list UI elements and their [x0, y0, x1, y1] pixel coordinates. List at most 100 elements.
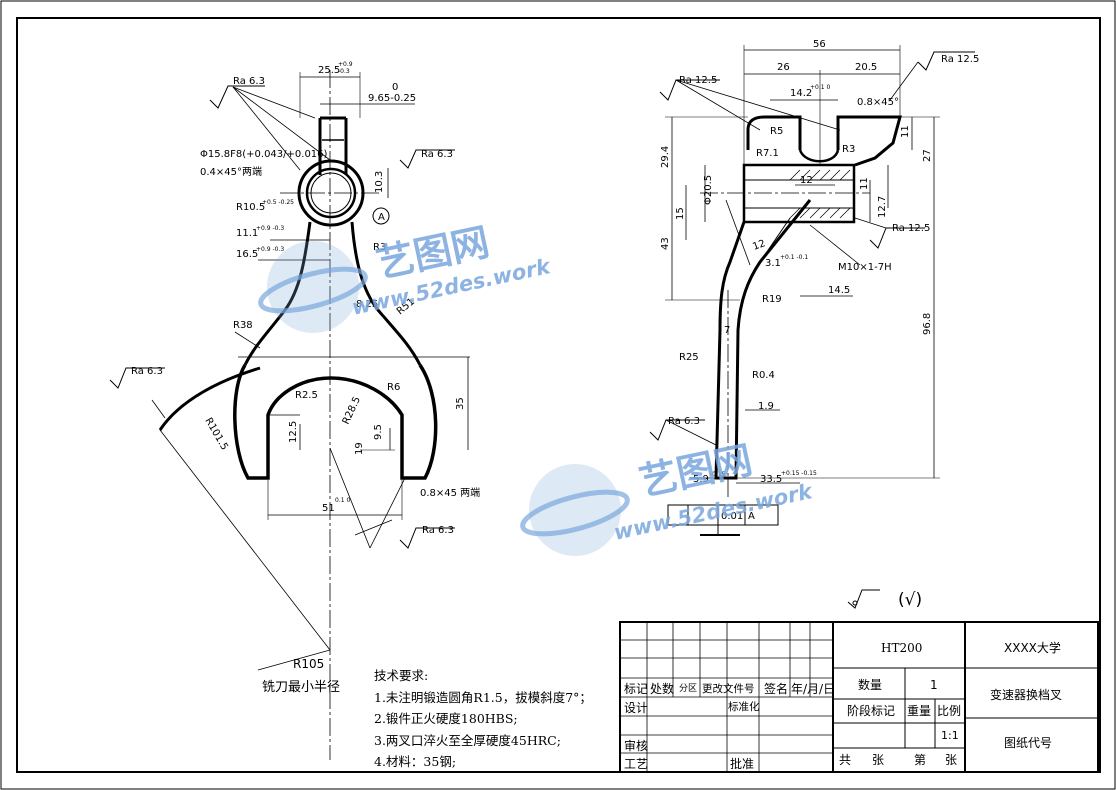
tech-item-4: 4.材料：35钢;: [374, 754, 457, 769]
tb-process: 工艺: [624, 757, 649, 771]
dim-dia205: Φ20.5: [703, 175, 714, 205]
tb-doc: 更改文件号: [702, 683, 755, 695]
tb-sheet2: 张: [945, 753, 958, 767]
dim-d145: 14.5: [828, 285, 850, 296]
tb-material: HT200: [881, 641, 923, 655]
cutter-label: 铣刀最小半径: [262, 680, 341, 695]
dim-width51-tol: 0.1 0: [335, 497, 350, 504]
dim-r25-right: R25: [679, 352, 699, 363]
tech-heading: 技术要求:: [374, 668, 429, 683]
tb-stage-label: 阶段标记: [847, 704, 896, 718]
dim-r3-left: R3: [373, 242, 386, 253]
tb-drawing-no: 图纸代号: [1004, 736, 1053, 750]
dim-d19-right: 1.9: [758, 401, 774, 412]
tb-date: 年/月/日: [791, 682, 836, 696]
watermark-globe-icon-2: [520, 464, 630, 556]
dim-d12: 12: [800, 175, 813, 186]
dim-d11-tol: +0.9 -0.3: [256, 225, 284, 232]
dim-d142-tol: +0.1 0: [810, 84, 830, 91]
dim-d125: 12.5: [288, 421, 299, 443]
tb-review: 审核: [624, 739, 649, 753]
ra-label-left-3: Ra 6.3: [131, 366, 163, 377]
dim-d19: 19: [354, 442, 365, 455]
watermark-globe-icon: [258, 241, 368, 333]
roughness-default-symbol: (√): [898, 590, 923, 610]
tb-scale-label: 比例: [937, 704, 962, 718]
tb-weight-label: 重量: [907, 704, 932, 718]
tb-count: 处数: [650, 682, 675, 696]
tb-no: 第: [914, 753, 927, 767]
tb-standard: 标准化: [728, 701, 760, 713]
dim-d165-tol: +0.9 -0.3: [256, 246, 284, 253]
dim-d335-tol: +0.15 -0.15: [781, 470, 817, 477]
dim-chamfer: 0.4×45°两端: [200, 165, 262, 178]
ra-label-left-1: Ra 6.3: [233, 76, 265, 87]
ra-label-right-3: Ra 12.5: [892, 223, 930, 234]
dim-top-width-tol-up: +0.9: [338, 61, 353, 68]
ra-label-right-2: Ra 12.5: [941, 54, 979, 65]
tb-zone: 分区: [679, 684, 698, 694]
ra-label-left-2: Ra 6.3: [421, 149, 453, 160]
dim-r285: R28.5: [341, 395, 363, 426]
tb-sign: 签名: [764, 682, 789, 696]
dim-d142: 14.2: [790, 88, 812, 99]
dim-d26: 26: [777, 62, 790, 73]
dim-top-width-tol-low: -0.3: [338, 68, 350, 75]
dim-d11b: 11: [859, 177, 870, 190]
tb-qty-label: 数量: [858, 678, 883, 692]
title-block: 标记 处数 分区 更改文件号 签名 年/月/日 设计 标准化 审核 工艺 批准 …: [620, 622, 1098, 772]
right-view: [649, 45, 975, 536]
dim-thread: M10×1-7H: [838, 262, 892, 273]
dim-r25: R2.5: [295, 390, 318, 401]
tb-scale: 1:1: [941, 729, 959, 742]
tb-total: 共: [839, 753, 852, 767]
dim-width51: 51: [322, 503, 335, 514]
tb-approve: 批准: [730, 757, 755, 771]
dim-d165: 16.5: [236, 249, 258, 260]
dim-d59-tol: -0.15: [710, 471, 726, 478]
dim-d59: 5.9: [693, 474, 709, 485]
dim-d31: 3.1: [765, 258, 781, 269]
dim-d294: 29.4: [660, 146, 671, 168]
tech-item-3: 3.两叉口淬火至全厚硬度45HRC;: [374, 732, 561, 748]
tb-mark: 标记: [624, 682, 649, 696]
dim-d15: 15: [675, 207, 686, 220]
dim-d95: 9.5: [373, 424, 384, 440]
dim-r6: R6: [387, 382, 400, 393]
tb-qty: 1: [930, 678, 938, 692]
dim-r04: R0.4: [752, 370, 775, 381]
ra-label-right-4: Ra 6.3: [668, 416, 700, 427]
tb-design: 设计: [624, 701, 649, 715]
dim-r5: R5: [770, 126, 783, 137]
dim-bore: Φ15.8F8(+0.043/+0.016): [200, 149, 328, 160]
dim-d7: 7: [724, 325, 730, 336]
tb-sheets: 张: [872, 753, 885, 767]
dim-d35: 35: [455, 397, 466, 410]
dim-chamfer-right: 0.8×45°: [857, 97, 899, 108]
right-view-labels: 56 26 20.5 14.2 +0.1 0 0.8×45° Ra 12.5 R…: [660, 39, 979, 522]
roughness-check-icon: [847, 589, 880, 609]
dim-d335: 33.5: [760, 474, 782, 485]
dim-d27: 27: [922, 149, 933, 162]
dim-r3-right: R3: [842, 144, 855, 155]
tech-item-2: 2.锻件正火硬度180HBS;: [374, 711, 518, 726]
gtol-datum: A: [748, 511, 755, 522]
dim-r38: R38: [233, 320, 253, 331]
dim-d968: 96.8: [922, 313, 933, 335]
datum-a-left: A: [378, 212, 385, 223]
tech-requirements: 技术要求: 1.未注明锻造圆角R1.5，拔模斜度7°； 2.锻件正火硬度180H…: [374, 665, 592, 773]
dim-r19: R19: [762, 294, 782, 305]
tb-school: XXXX大学: [1004, 641, 1061, 655]
tb-part-name: 变速器换档叉: [990, 688, 1063, 702]
cutter-radius: R105: [293, 657, 325, 671]
inner-border: [16, 17, 1101, 773]
dim-d43: 43: [660, 237, 671, 250]
gtol-value: 0.01: [721, 511, 743, 522]
ra-label-right-1: Ra 12.5: [679, 75, 717, 86]
dim-offset-top: 0: [392, 82, 398, 93]
ra-label-left-4: Ra 6.3: [422, 525, 454, 536]
dim-top-width: 25.5: [318, 65, 340, 76]
dim-r1015: R101.5: [202, 416, 229, 452]
